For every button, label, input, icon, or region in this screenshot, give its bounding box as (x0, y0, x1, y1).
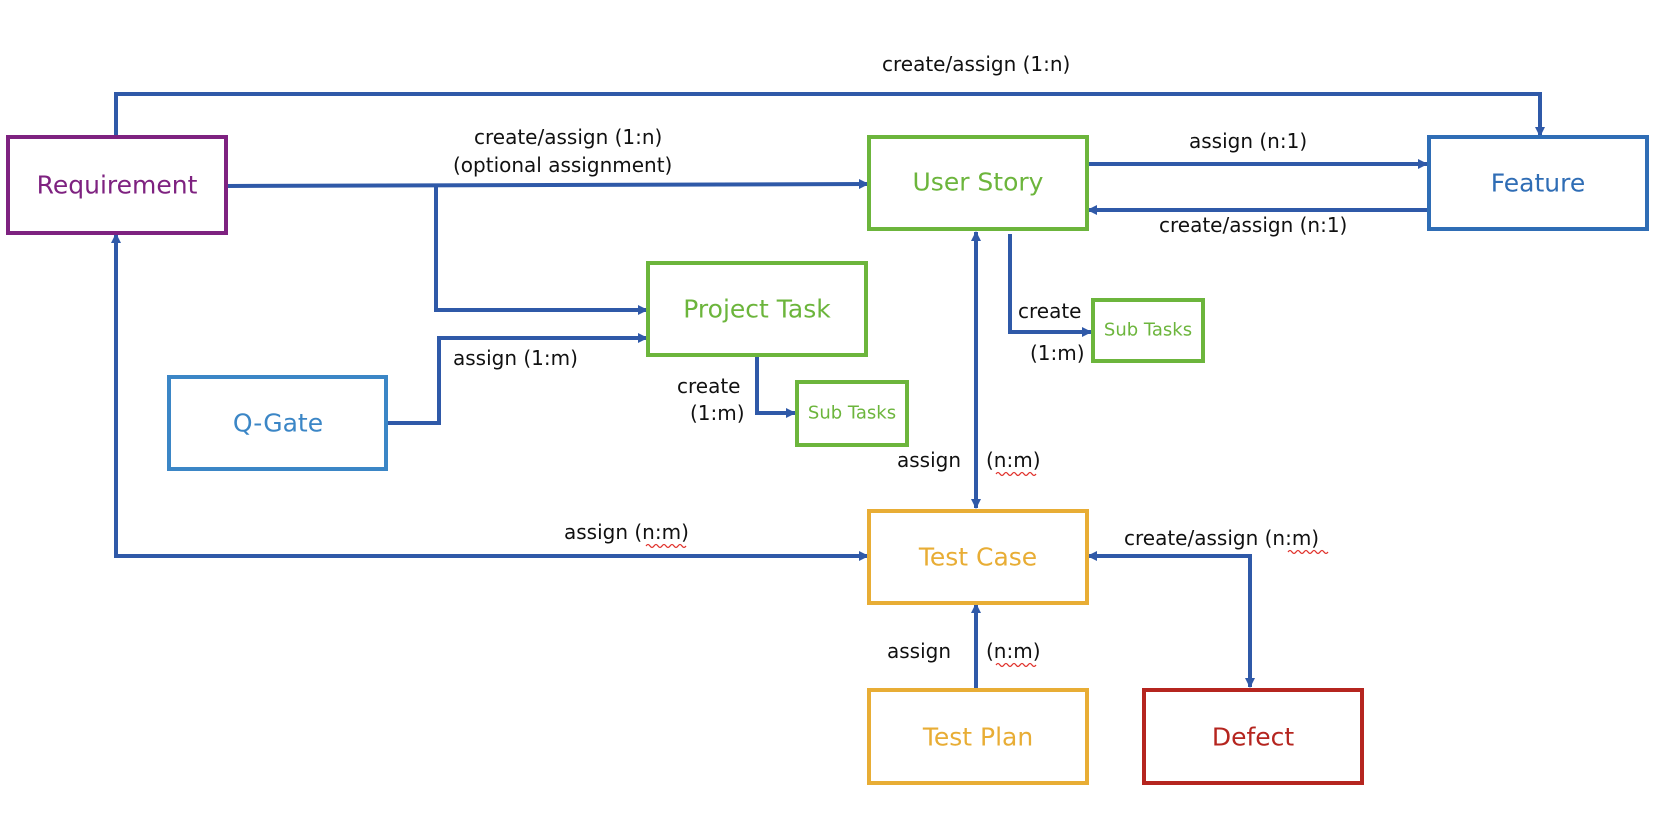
node-project-task[interactable]: Project Task (646, 261, 868, 357)
node-test-plan[interactable]: Test Plan (867, 688, 1089, 785)
edge-label-test-case-defect: create/assign (n:m) (1124, 526, 1319, 550)
node-requirement[interactable]: Requirement (6, 135, 228, 235)
node-user-story[interactable]: User Story (867, 135, 1089, 231)
edge-label-user-story-sub-tasks-card: (1:m) (1030, 341, 1085, 365)
edge-label-requirement-user-story-1: create/assign (1:n) (474, 125, 662, 149)
edge-label-requirement-test-case: assign (n:m) (564, 520, 689, 544)
edge-label-user-story-test-case-card: (n:m) (986, 448, 1041, 472)
spellcheck-underline (995, 471, 1037, 477)
node-label: User Story (913, 168, 1044, 197)
edge-requirement-project-task (434, 186, 648, 315)
edge-user-story-sub-tasks (1008, 234, 1092, 337)
edge-label-user-story-test-case-verb: assign (897, 448, 961, 472)
node-label: Defect (1212, 723, 1295, 752)
node-label: Requirement (37, 171, 198, 200)
edge-label-project-task-sub-tasks-card: (1:m) (690, 401, 745, 425)
edge-label-requirement-user-story-2: (optional assignment) (453, 153, 672, 177)
edge-label-user-story-feature: assign (n:1) (1189, 129, 1307, 153)
edge-label-test-plan-test-case-card: (n:m) (986, 639, 1041, 663)
node-test-case[interactable]: Test Case (867, 509, 1089, 605)
node-defect[interactable]: Defect (1142, 688, 1364, 785)
node-feature[interactable]: Feature (1427, 135, 1649, 231)
edge-test-case-defect (1087, 551, 1255, 688)
node-label: Sub Tasks (808, 403, 896, 424)
edge-label-requirement-feature: create/assign (1:n) (882, 52, 1070, 76)
node-q-gate[interactable]: Q-Gate (167, 375, 388, 471)
edge-label-user-story-sub-tasks-create: create (1018, 299, 1082, 323)
edge-label-project-task-sub-tasks-create: create (677, 374, 741, 398)
edge-label-qgate-project-task: assign (1:m) (453, 346, 578, 370)
node-label: Feature (1491, 169, 1585, 198)
edge-requirement-test-case (111, 233, 869, 561)
edge-label-test-plan-test-case-verb: assign (887, 639, 951, 663)
node-sub-tasks-project-task[interactable]: Sub Tasks (795, 380, 909, 447)
edge-requirement-feature (114, 92, 1545, 138)
edge-project-task-sub-tasks (755, 355, 796, 418)
edge-requirement-user-story (225, 179, 869, 190)
node-label: Sub Tasks (1104, 320, 1192, 341)
node-label: Test Plan (922, 723, 1033, 752)
spellcheck-underline (995, 662, 1037, 668)
edge-label-feature-user-story: create/assign (n:1) (1159, 213, 1347, 237)
node-label: Q-Gate (233, 409, 323, 438)
node-label: Test Case (918, 543, 1037, 572)
spellcheck-underline (645, 543, 687, 549)
node-sub-tasks-user-story[interactable]: Sub Tasks (1091, 298, 1205, 363)
spellcheck-underline (1287, 549, 1329, 555)
node-label: Project Task (683, 295, 831, 324)
